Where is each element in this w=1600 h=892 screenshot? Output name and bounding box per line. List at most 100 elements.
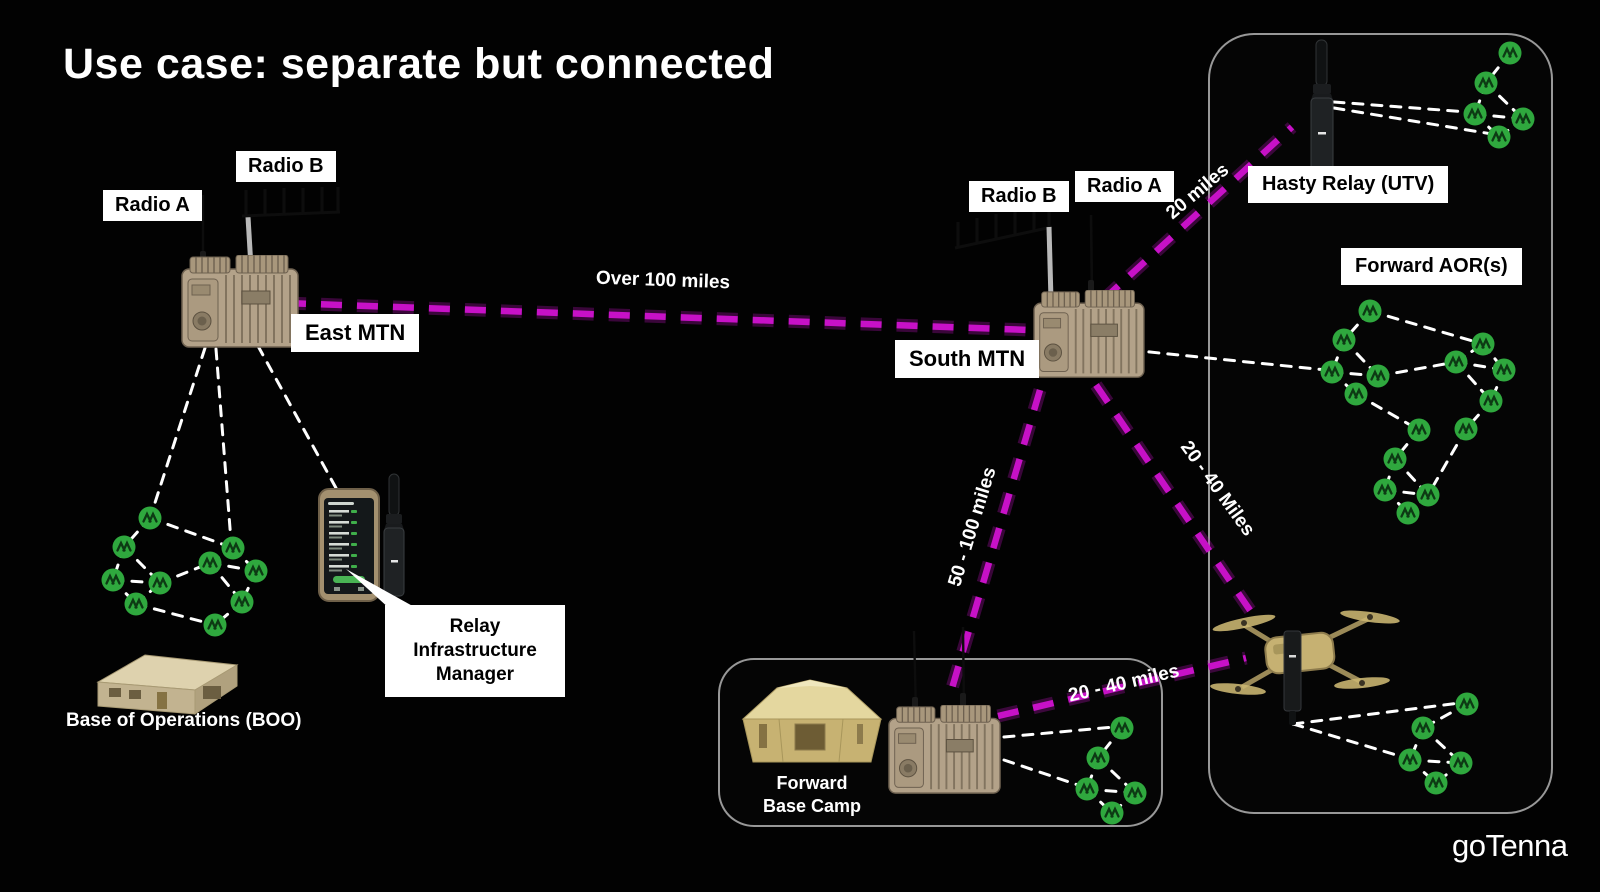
gotenna-mesh-icon [1090, 751, 1106, 763]
mesh-node [244, 559, 268, 583]
mesh-node [1075, 777, 1099, 801]
gotenna-mesh-icon [1411, 423, 1427, 435]
drone-payload-device [1283, 630, 1302, 725]
gotenna-mesh-icon [1502, 46, 1518, 58]
gotenna-mesh-icon [1515, 112, 1531, 124]
forward-base-camp-region [718, 658, 1163, 827]
distance-over-100-miles: Over 100 miles [595, 267, 731, 294]
gotenna-mesh-icon [207, 618, 223, 630]
relay-manager-phone [318, 488, 380, 602]
label-radio-a-south: Radio A [1075, 171, 1174, 202]
mesh-node [1454, 417, 1478, 441]
label-radio-a-east: Radio A [103, 190, 202, 221]
mesh-node [1123, 781, 1147, 805]
label-forward-aor: Forward AOR(s) [1341, 248, 1522, 285]
label-hasty-relay: Hasty Relay (UTV) [1248, 166, 1449, 203]
mesh-node [124, 592, 148, 616]
gotenna-mesh-icon [1387, 452, 1403, 464]
gotenna-mesh-icon [1377, 483, 1393, 495]
gotenna-mesh-icon [1453, 756, 1469, 768]
gotenna-logo: goTenna [1452, 828, 1568, 863]
gotenna-mesh-icon [1475, 337, 1491, 349]
mesh-node [221, 536, 245, 560]
mesh-node [1463, 102, 1487, 126]
mesh-node [1100, 801, 1124, 825]
mesh-node [1086, 746, 1110, 770]
link-line [1291, 722, 1405, 759]
mesh-node [1492, 358, 1516, 382]
gotenna-mesh-icon [225, 541, 241, 553]
gotenna-mesh-icon [1415, 721, 1431, 733]
label-forward-base-camp: Forward Base Camp [752, 772, 872, 818]
gotenna-mesh-icon [142, 511, 158, 523]
mesh-node [1511, 107, 1535, 131]
drone [1210, 610, 1400, 725]
link-line [148, 516, 235, 550]
callout-arrow-icon [346, 569, 418, 609]
gotenna-mesh-icon [1491, 130, 1507, 142]
forward-aor-region [1208, 33, 1553, 814]
mesh-node [1416, 483, 1440, 507]
label-radio-b-east: Radio B [236, 151, 336, 182]
gotenna-mesh-icon [1467, 107, 1483, 119]
gotenna-mesh-icon [1348, 387, 1364, 399]
mesh-node [198, 551, 222, 575]
gotenna-pro-device [383, 473, 405, 597]
link-line [1376, 360, 1458, 378]
radio-case-icon [1033, 290, 1145, 379]
mesh-node [1449, 751, 1473, 775]
yagi-antenna-icon [241, 187, 341, 218]
gotenna-mesh-icon [1459, 697, 1475, 709]
link-line [1093, 383, 1261, 624]
gotenna-mesh-icon [1420, 488, 1436, 500]
south-mtn-radio [954, 204, 1145, 379]
base-camp-radio [887, 626, 1002, 795]
gotenna-mesh-icon [1362, 304, 1378, 316]
gotenna-mesh-icon [105, 573, 121, 585]
mesh-node [1373, 478, 1397, 502]
link-line [1368, 309, 1485, 346]
mesh-node [101, 568, 125, 592]
radio-case-icon [181, 255, 299, 348]
gotenna-mesh-icon [1400, 506, 1416, 518]
gotenna-mesh-icon [1336, 333, 1352, 345]
forward-camp-tent [741, 679, 883, 763]
gotenna-mesh-icon [1428, 776, 1444, 788]
mesh-node [1366, 364, 1390, 388]
gotenna-mesh-icon [1483, 394, 1499, 406]
mesh-node [138, 506, 162, 530]
gotenna-mesh-icon [202, 556, 218, 568]
mesh-node [1398, 748, 1422, 772]
gotenna-mesh-icon [116, 540, 132, 552]
mesh-node [1344, 382, 1368, 406]
label-base-of-operations: Base of Operations (BOO) [66, 710, 302, 731]
label-south-mtn: South MTN [895, 340, 1040, 378]
link-line [1002, 758, 1083, 788]
camp-line-2: Base Camp [762, 796, 862, 816]
mesh-node [1471, 332, 1495, 356]
link-line [284, 299, 1031, 334]
link-line [150, 346, 207, 514]
mesh-node [1332, 328, 1356, 352]
yagi-mast-icon [1046, 226, 1054, 301]
label-radio-b-south: Radio B [969, 181, 1069, 212]
mesh-node [148, 571, 172, 595]
mesh-node [1110, 716, 1134, 740]
gotenna-mesh-icon [1402, 753, 1418, 765]
link-line [997, 654, 1247, 720]
label-east-mtn: East MTN [291, 314, 420, 352]
relay-manager-line-2: Infrastructure [413, 640, 537, 661]
mesh-node [1358, 299, 1382, 323]
gotenna-mesh-icon [1114, 721, 1130, 733]
link-line [134, 602, 217, 627]
link-line [1332, 106, 1494, 136]
mesh-node [230, 590, 254, 614]
gotenna-mesh-icon [152, 576, 168, 588]
label-relay-infrastructure-manager: Relay Infrastructure Manager [385, 605, 565, 697]
gotenna-mesh-icon [1324, 365, 1340, 377]
link-line [946, 389, 1044, 696]
mesh-node [112, 535, 136, 559]
boo-tent [96, 654, 239, 715]
gotenna-mesh-icon [128, 597, 144, 609]
